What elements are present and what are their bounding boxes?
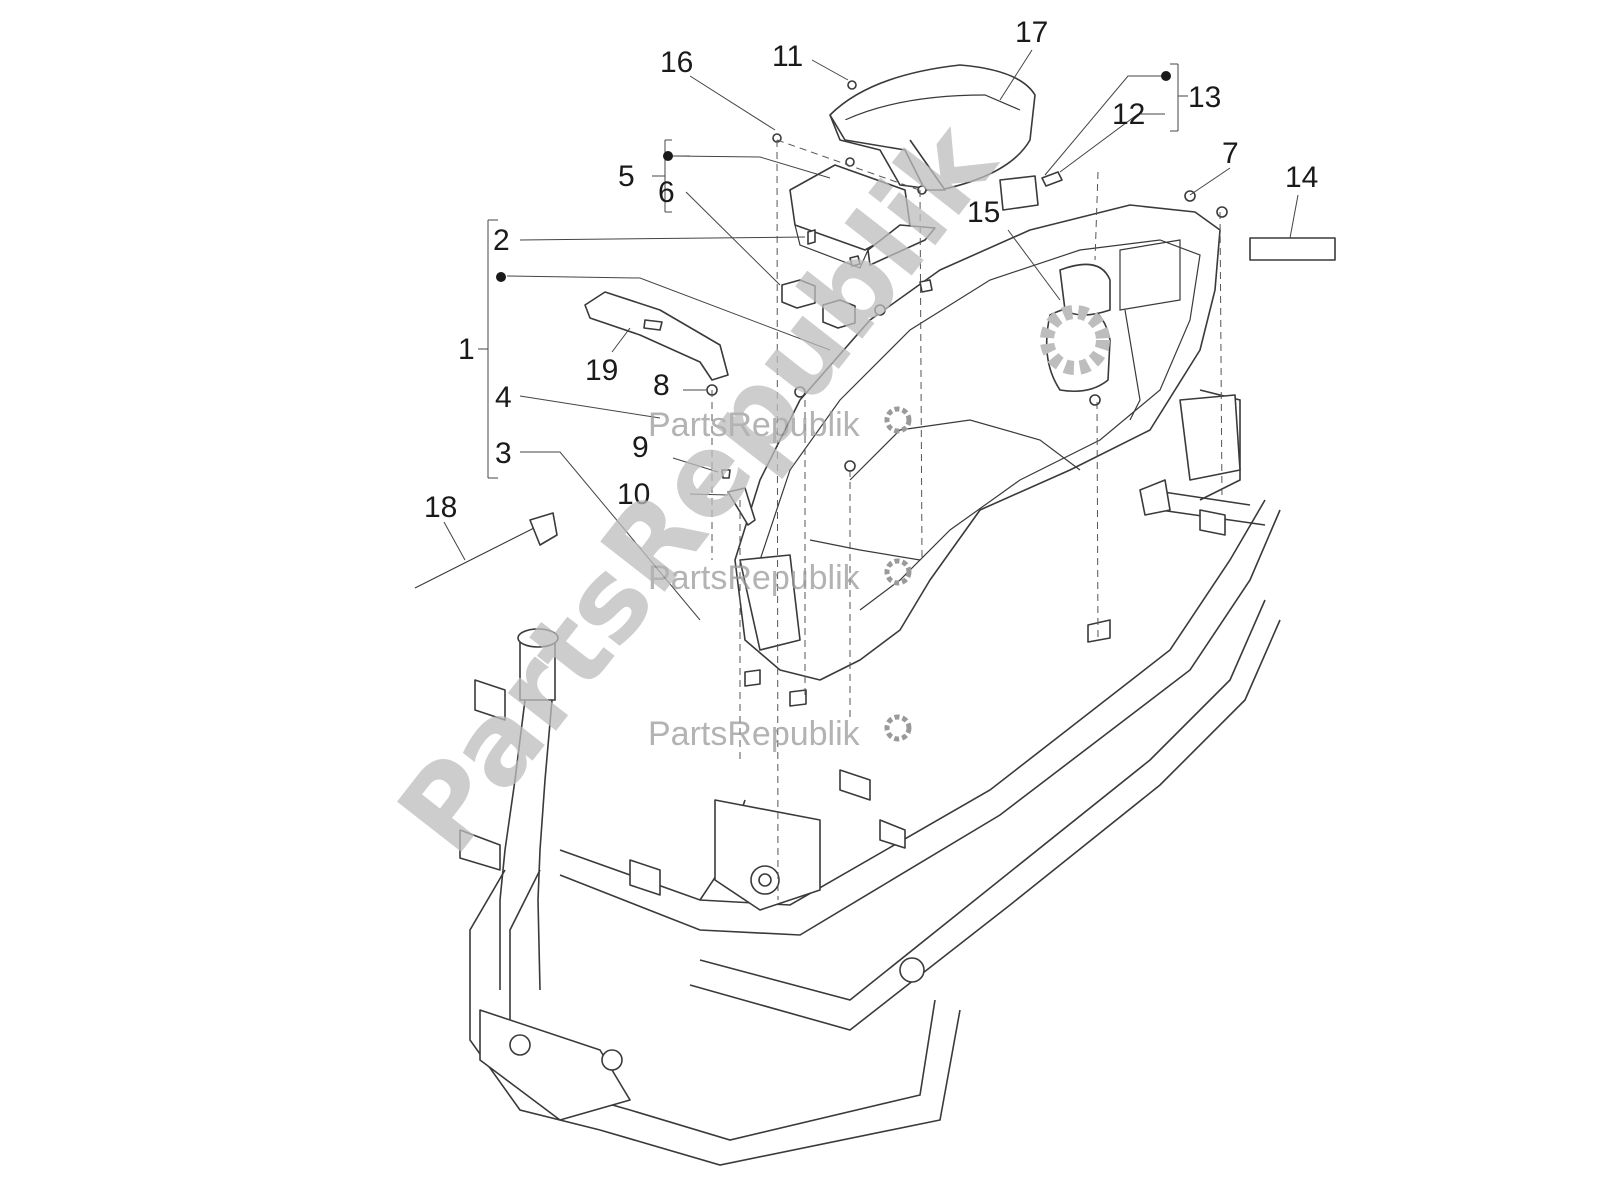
callout-15: 15 <box>967 196 1000 229</box>
callout-labels: 1 2 3 4 5 6 7 8 9 10 11 12 13 14 15 16 1… <box>424 16 1318 524</box>
scooter-frame <box>459 389 1281 1166</box>
callout-4: 4 <box>495 381 512 414</box>
watermark-small-1: PartsRepublik <box>648 406 861 444</box>
part-5-cover <box>789 164 936 269</box>
watermark-small-3: PartsRepublik <box>648 715 861 753</box>
callout-18: 18 <box>424 491 457 524</box>
part-14-pad <box>1249 237 1336 261</box>
callout-12: 12 <box>1112 98 1145 131</box>
callout-17: 17 <box>1015 16 1048 49</box>
part-10-latch <box>727 487 756 526</box>
assembly-guides <box>711 139 1223 901</box>
callout-13: 13 <box>1188 81 1221 114</box>
callout-1: 1 <box>458 333 475 366</box>
part-19-trim <box>584 291 729 381</box>
callout-6: 6 <box>658 176 675 209</box>
callout-7: 7 <box>1222 137 1239 170</box>
callout-3: 3 <box>495 437 512 470</box>
callout-19: 19 <box>585 354 618 387</box>
kit-bullets <box>496 71 1171 282</box>
callout-5: 5 <box>618 160 635 193</box>
part-6-rubber-pads <box>781 279 856 329</box>
callout-8: 8 <box>653 369 670 402</box>
part-9-screw <box>721 469 731 479</box>
callout-2: 2 <box>493 224 510 257</box>
part-12-pin <box>1041 171 1063 187</box>
gear-icon <box>884 305 1110 742</box>
part-13-plug <box>999 175 1039 211</box>
leader-lines <box>443 49 1299 621</box>
callout-14: 14 <box>1285 161 1318 194</box>
watermark-small-2: PartsRepublik <box>648 559 861 597</box>
clip-small-2 <box>919 279 933 293</box>
part-2-clip <box>807 229 816 245</box>
callout-10: 10 <box>617 478 650 511</box>
callout-9: 9 <box>632 431 649 464</box>
part-17-cover <box>829 64 1036 191</box>
callout-16: 16 <box>660 46 693 79</box>
clip-small <box>849 255 861 267</box>
part-18-cable-tie <box>414 512 558 589</box>
callout-11: 11 <box>772 40 803 73</box>
